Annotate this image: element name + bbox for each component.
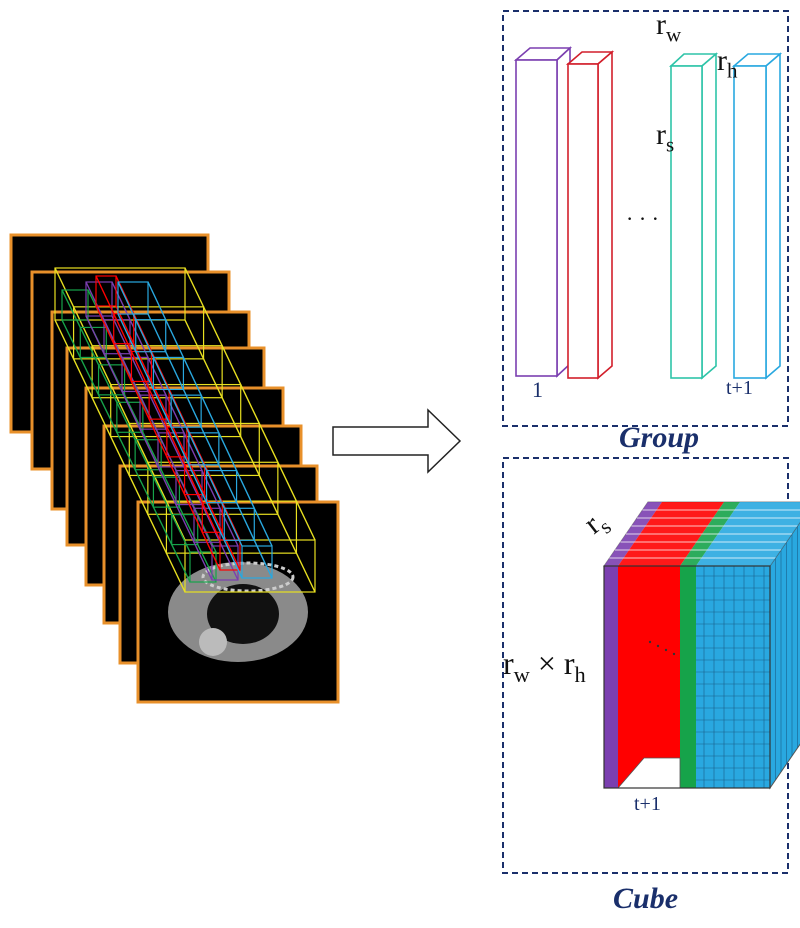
group-label-rw: rw xyxy=(656,8,682,47)
cube-band-purple xyxy=(604,566,618,788)
ct-rib xyxy=(201,561,295,593)
ct-lung xyxy=(207,584,279,644)
cube-band-blue xyxy=(696,566,770,788)
ct-organ xyxy=(199,628,227,656)
group-title: Group xyxy=(619,421,700,454)
cube-dot xyxy=(656,644,660,648)
cube-dot xyxy=(648,640,652,644)
cube-title: Cube xyxy=(613,882,679,915)
group-column-teal xyxy=(668,52,719,380)
roi-tube-yellow xyxy=(54,267,316,593)
cube-dot xyxy=(672,652,676,656)
cube-last-index: t+1 xyxy=(634,793,661,815)
group-column-blue xyxy=(731,52,783,380)
cube-label-rw-rh: rw × rh xyxy=(503,645,586,687)
cube-band-green xyxy=(680,566,696,788)
group-label-rh: rh xyxy=(717,44,738,83)
group-panel-border xyxy=(502,10,789,427)
group-first-index: 1 xyxy=(532,377,543,402)
group-ellipsis: · · · xyxy=(626,206,659,231)
roi-tube-blue xyxy=(117,281,273,579)
cube-band-red xyxy=(618,566,680,788)
group-last-index: t+1 xyxy=(726,377,753,399)
cube-dot xyxy=(664,648,668,652)
group-column-red xyxy=(565,50,615,380)
group-label-rs: rs xyxy=(656,118,675,157)
cube-front-outline xyxy=(603,565,771,789)
